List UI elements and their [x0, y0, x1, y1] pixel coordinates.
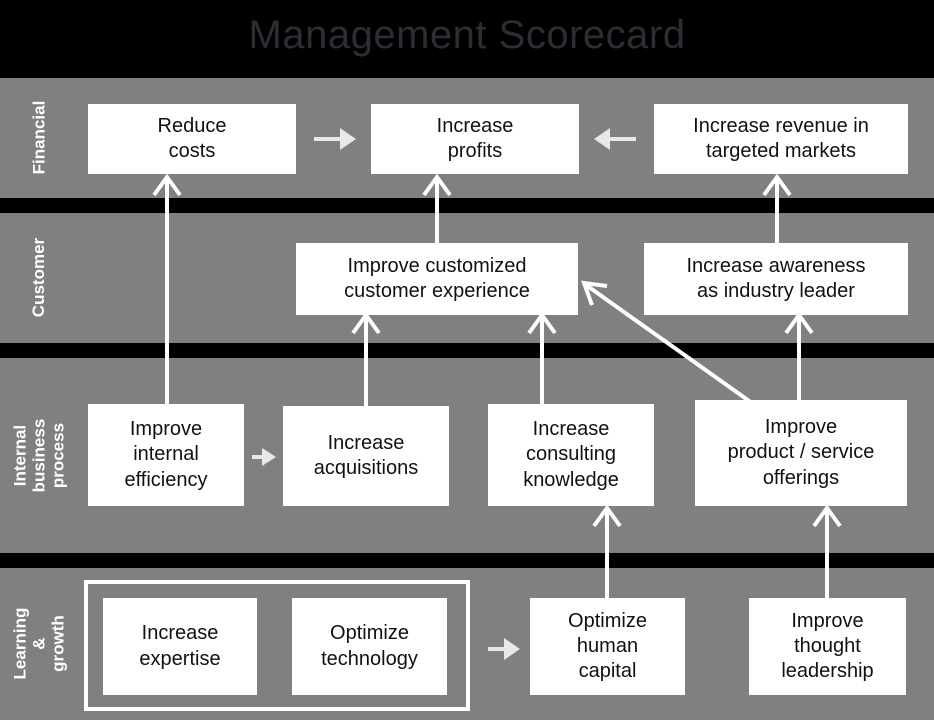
node-optimize-human-capital[interactable]: Optimize human capital	[530, 598, 685, 695]
page-title: Management Scorecard	[248, 13, 686, 57]
learning-growth-group-box	[84, 580, 470, 711]
node-increase-revenue-targeted-markets[interactable]: Increase revenue in targeted markets	[654, 104, 908, 174]
node-improve-internal-efficiency[interactable]: Improve internal efficiency	[88, 404, 244, 506]
node-increase-profits[interactable]: Increase profits	[371, 104, 579, 174]
node-improve-product-service-offerings[interactable]: Improve product / service offerings	[695, 400, 907, 506]
node-increase-awareness-industry-leader[interactable]: Increase awareness as industry leader	[644, 243, 908, 315]
node-reduce-costs[interactable]: Reduce costs	[88, 104, 296, 174]
node-increase-consulting-knowledge[interactable]: Increase consulting knowledge	[488, 404, 654, 506]
node-increase-acquisitions[interactable]: Increase acquisitions	[283, 406, 449, 506]
node-improve-customized-customer-experience[interactable]: Improve customized customer experience	[296, 243, 578, 315]
node-increase-expertise[interactable]: Increase expertise	[103, 598, 257, 695]
node-improve-thought-leadership[interactable]: Improve thought leadership	[749, 598, 906, 695]
node-optimize-technology[interactable]: Optimize technology	[292, 598, 447, 695]
